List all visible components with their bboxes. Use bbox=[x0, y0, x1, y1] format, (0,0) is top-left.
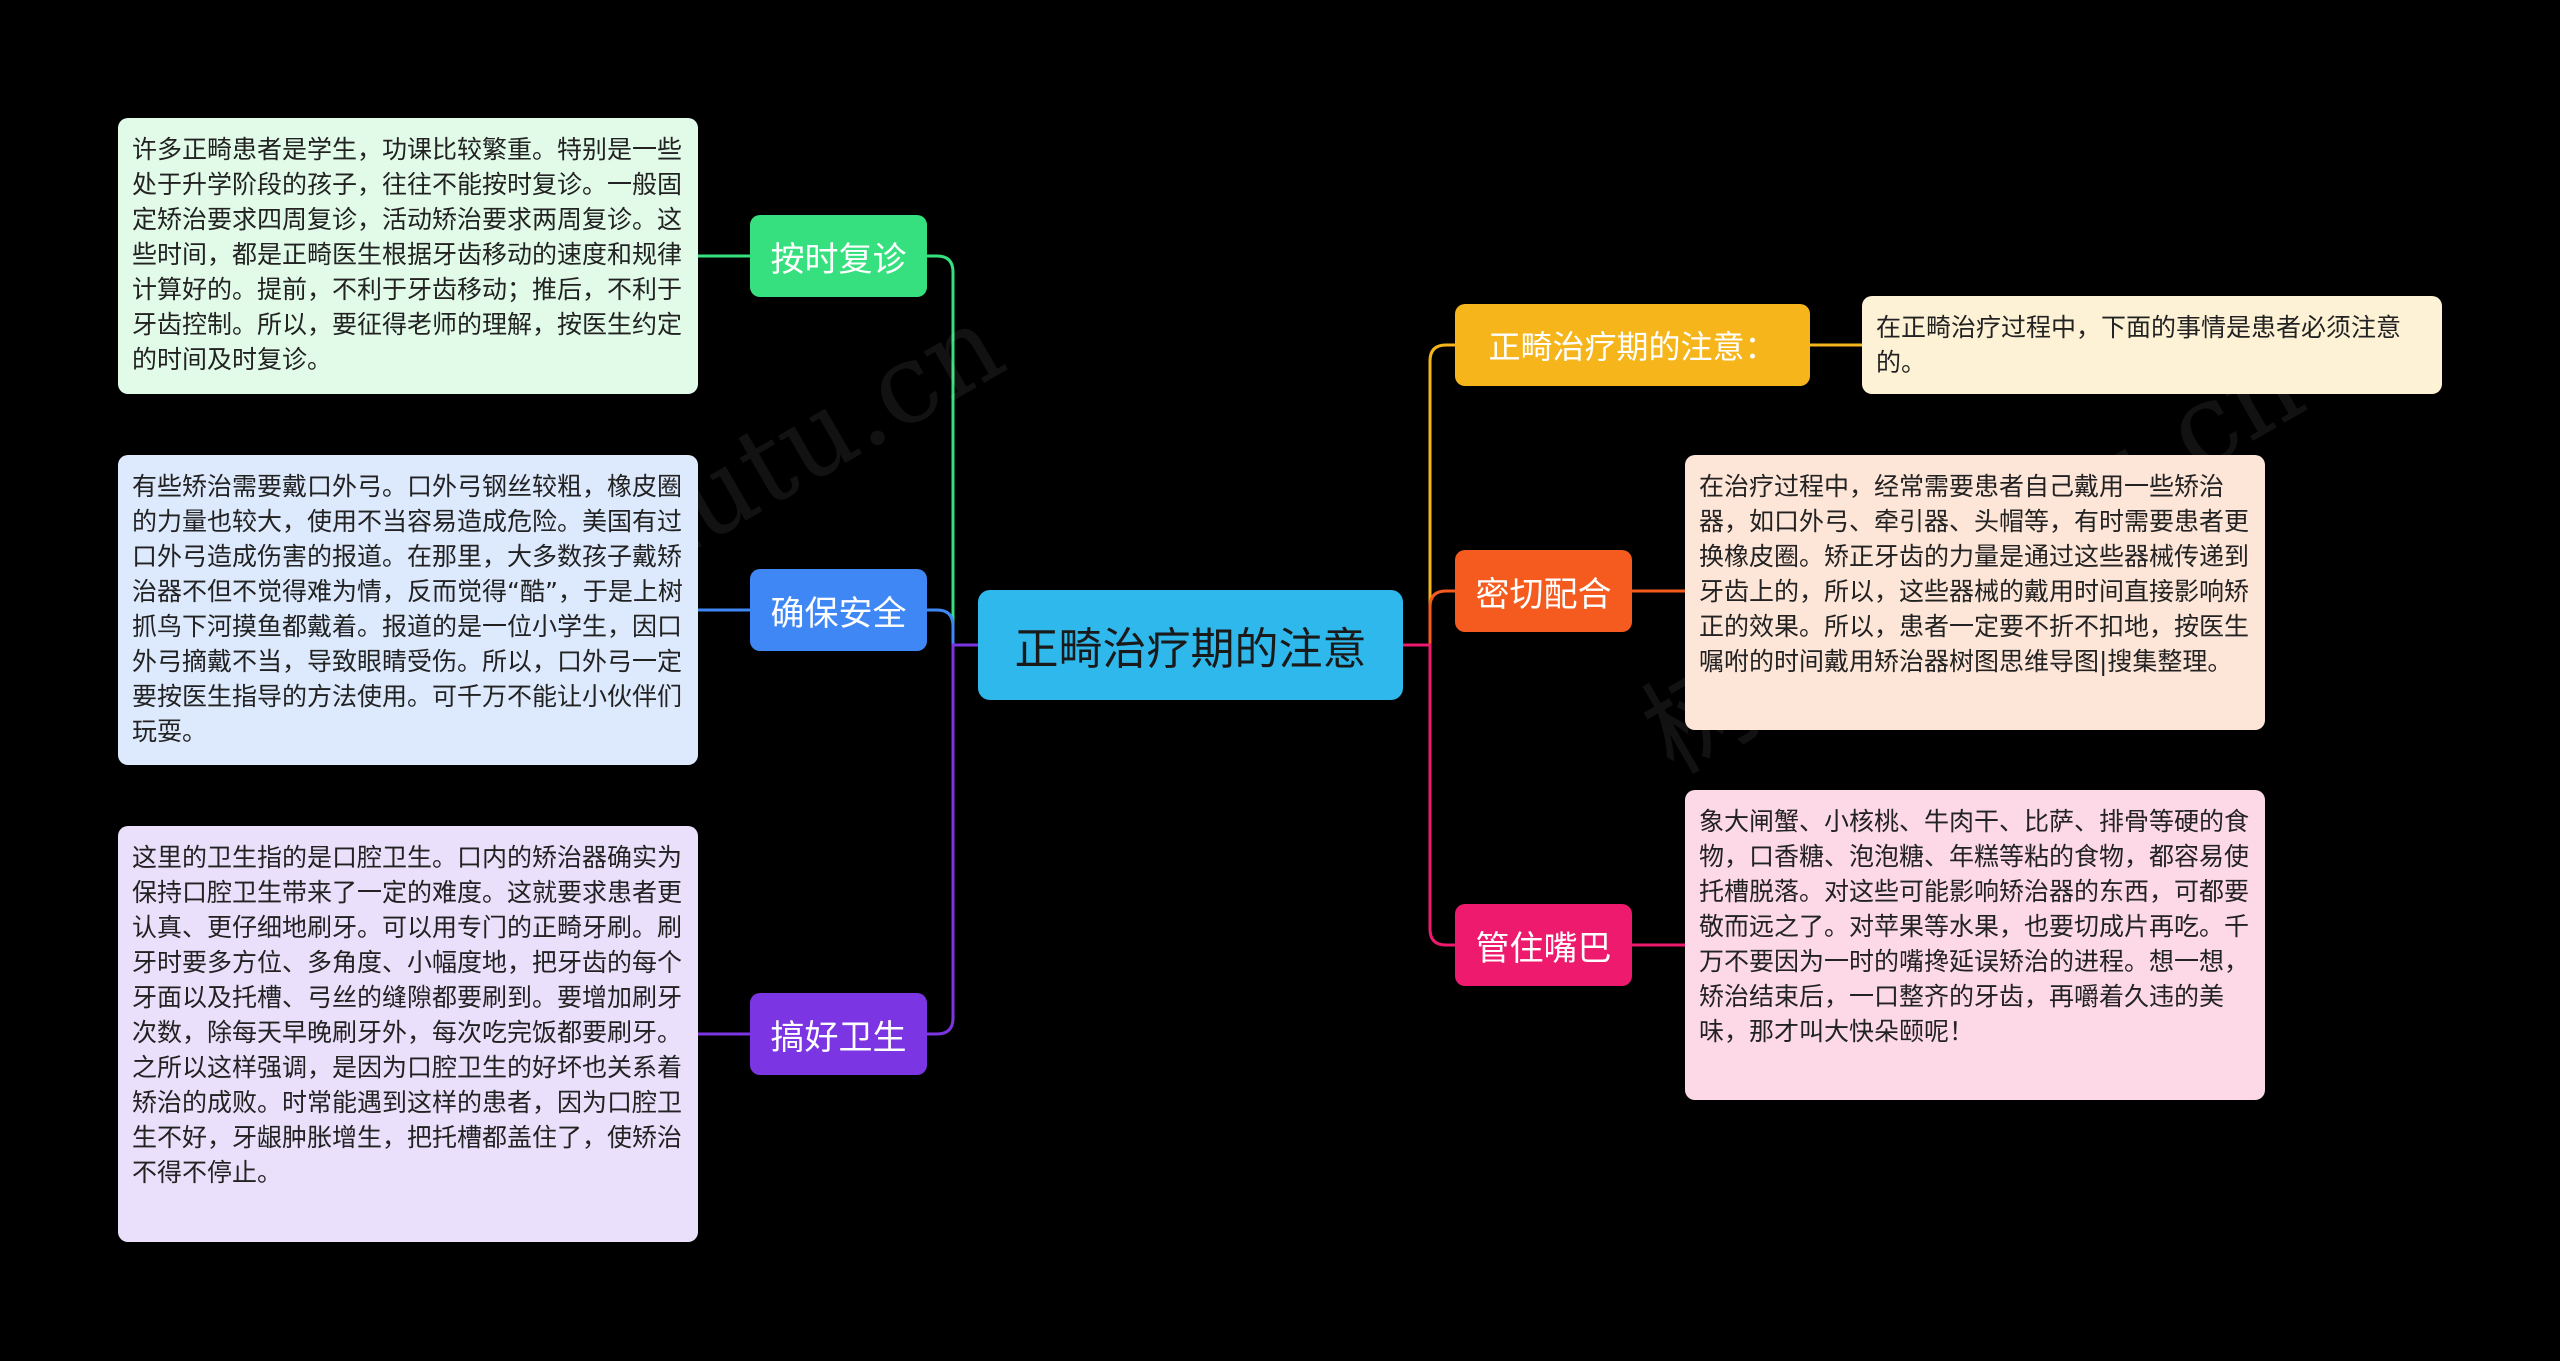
leaf-note-treatment-notes: 在正畸治疗过程中，下面的事情是患者必须注意的。 bbox=[1862, 296, 2442, 394]
leaf-note-timely-revisit: 许多正畸患者是学生，功课比较繁重。特别是一些处于升学阶段的孩子，往往不能按时复诊… bbox=[118, 118, 698, 394]
branch-label: 确保安全 bbox=[770, 593, 907, 634]
leaf-text: 许多正畸患者是学生，功课比较繁重。特别是一些处于升学阶段的孩子，往往不能按时复诊… bbox=[132, 135, 683, 374]
leaf-note-hygiene: 这里的卫生指的是口腔卫生。口内的矫治器确实为保持口腔卫生带来了一定的难度。这就要… bbox=[118, 826, 698, 1242]
connector-line bbox=[1403, 643, 1455, 947]
branch-label: 按时复诊 bbox=[770, 239, 907, 280]
leaf-note-close-cooperation: 在治疗过程中，经常需要患者自己戴用一些矫治器，如口外弓、牵引器、头帽等，有时需要… bbox=[1685, 455, 2265, 730]
branch-watch-diet[interactable]: 管住嘴巴 bbox=[1455, 904, 1632, 986]
branch-label: 管住嘴巴 bbox=[1475, 928, 1612, 969]
connector-line bbox=[927, 608, 978, 647]
connector-line bbox=[927, 643, 978, 1036]
leaf-note-ensure-safety: 有些矫治需要戴口外弓。口外弓钢丝较粗，橡皮圈的力量也较大，使用不当容易造成危险。… bbox=[118, 455, 698, 765]
leaf-text: 有些矫治需要戴口外弓。口外弓钢丝较粗，橡皮圈的力量也较大，使用不当容易造成危险。… bbox=[132, 472, 683, 746]
branch-treatment-notes[interactable]: 正畸治疗期的注意： bbox=[1455, 304, 1810, 386]
branch-label: 搞好卫生 bbox=[770, 1017, 907, 1058]
branch-close-cooperation[interactable]: 密切配合 bbox=[1455, 550, 1632, 632]
leaf-text: 在治疗过程中，经常需要患者自己戴用一些矫治器，如口外弓、牵引器、头帽等，有时需要… bbox=[1699, 472, 2250, 676]
branch-timely-revisit[interactable]: 按时复诊 bbox=[750, 215, 927, 297]
branch-hygiene[interactable]: 搞好卫生 bbox=[750, 993, 927, 1075]
connector-line bbox=[927, 254, 978, 647]
leaf-note-watch-diet: 象大闸蟹、小核桃、牛肉干、比萨、排骨等硬的食物，口香糖、泡泡糖、年糕等粘的食物，… bbox=[1685, 790, 2265, 1100]
root-topic[interactable]: 正畸治疗期的注意 bbox=[978, 590, 1403, 700]
connector-line bbox=[1403, 343, 1455, 647]
branch-label: 正畸治疗期的注意： bbox=[1488, 328, 1777, 366]
connector-line bbox=[1403, 589, 1455, 647]
leaf-text: 在正畸治疗过程中，下面的事情是患者必须注意的。 bbox=[1876, 313, 2402, 377]
leaf-text: 象大闸蟹、小核桃、牛肉干、比萨、排骨等硬的食物，口香糖、泡泡糖、年糕等粘的食物，… bbox=[1699, 807, 2250, 1046]
branch-label: 密切配合 bbox=[1475, 574, 1612, 615]
branch-ensure-safety[interactable]: 确保安全 bbox=[750, 569, 927, 651]
leaf-text: 这里的卫生指的是口腔卫生。口内的矫治器确实为保持口腔卫生带来了一定的难度。这就要… bbox=[132, 843, 683, 1187]
root-topic-label: 正畸治疗期的注意 bbox=[1014, 624, 1367, 675]
